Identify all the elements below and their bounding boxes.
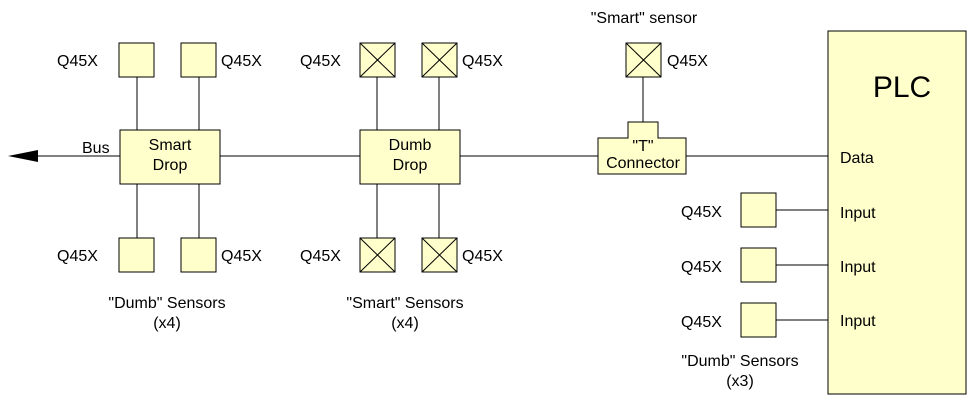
smart-sensor-caption: "Smart" sensor <box>591 10 698 27</box>
smart-sensor-box <box>359 42 396 78</box>
t-connector-label-1: "T" <box>632 138 653 155</box>
dumb-sensor-box <box>740 192 777 228</box>
dumb-drop-box <box>359 129 461 185</box>
smart-sensors-count: (x4) <box>391 315 419 332</box>
plc-data-label: Data <box>840 150 874 167</box>
sensor-label: Q45X <box>300 248 341 265</box>
dumb-sensor-box <box>740 302 777 338</box>
dumb-sensor-box <box>180 237 217 273</box>
plc-box <box>827 30 967 395</box>
dumb-sensors-count: (x4) <box>153 315 181 332</box>
dumb-sensor-box <box>118 237 155 273</box>
smart-drop-box <box>119 129 221 185</box>
smart-sensors-caption: "Smart" Sensors <box>346 295 463 312</box>
dumb-drop-label-2: Drop <box>393 157 428 174</box>
plc-input-label: Input <box>840 313 876 330</box>
smart-sensor-box <box>359 237 396 273</box>
sensor-label: Q45X <box>681 204 722 221</box>
sensor-label: Q45X <box>57 248 98 265</box>
sensor-label: Q45X <box>221 248 262 265</box>
sensor-label: Q45X <box>681 314 722 331</box>
smart-sensor-box <box>625 42 662 78</box>
t-connector-shape <box>597 121 687 175</box>
bus-label: Bus <box>82 140 110 157</box>
smart-sensor-box <box>421 42 458 78</box>
sensor-label: Q45X <box>462 248 503 265</box>
plc-input-label: Input <box>840 205 876 222</box>
dumb-sensors-x3-caption: "Dumb" Sensors <box>681 353 798 370</box>
sensor-label: Q45X <box>462 53 503 70</box>
dumb-sensor-box <box>740 247 777 283</box>
dumb-sensors-caption: "Dumb" Sensors <box>108 295 225 312</box>
smart-sensor-box <box>421 237 458 273</box>
sensor-label: Q45X <box>667 53 708 70</box>
smart-drop-label-2: Drop <box>153 157 188 174</box>
sensor-label: Q45X <box>300 53 341 70</box>
sensor-label: Q45X <box>221 53 262 70</box>
sensor-label: Q45X <box>681 259 722 276</box>
plc-title: PLC <box>873 71 931 104</box>
t-connector-label-2: Connector <box>606 155 680 172</box>
smart-drop-label-1: Smart <box>149 137 192 154</box>
dumb-sensor-box <box>180 42 217 78</box>
bus-arrow-icon <box>8 150 38 162</box>
dumb-drop-label-1: Dumb <box>389 137 432 154</box>
sensor-label: Q45X <box>57 53 98 70</box>
dumb-sensors-x3-count: (x3) <box>726 373 754 390</box>
plc-input-label: Input <box>840 259 876 276</box>
dumb-sensor-box <box>118 42 155 78</box>
